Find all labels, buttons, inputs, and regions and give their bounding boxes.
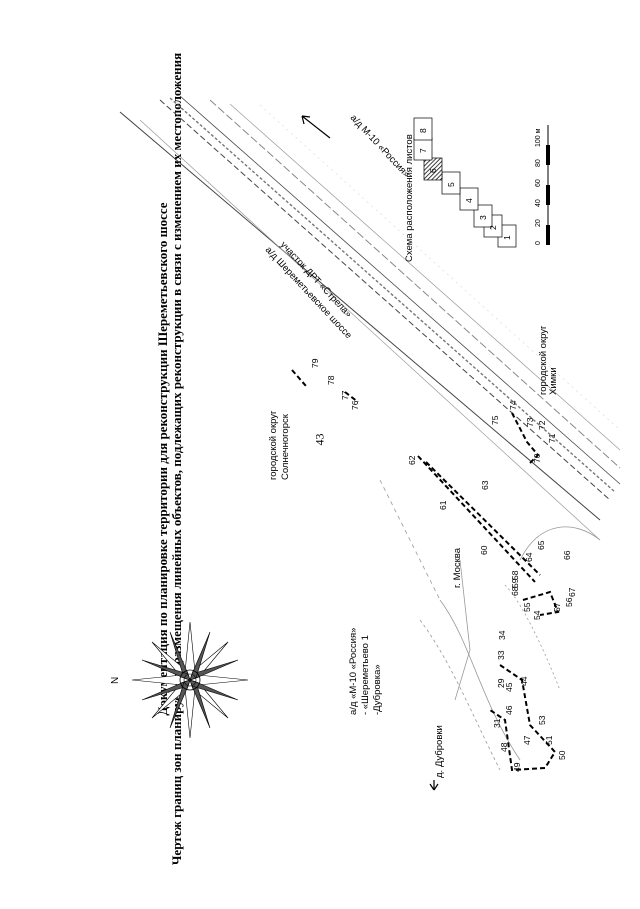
sheet-number: 3 — [478, 215, 488, 220]
local-road-line1: а/д «М-10 «Россия» — [348, 628, 359, 715]
sheet-scheme: Схема расположения листов 1 2 3 4 5 7 8 … — [404, 117, 517, 262]
local-road-line3: -Дубровка» — [372, 664, 383, 715]
compass-rose-icon: N — [110, 621, 249, 739]
district-solnechnogorsk-line1: городской округ — [268, 410, 279, 480]
district-khimki-line1: городской округ — [538, 325, 549, 395]
point-label: 72 — [537, 420, 547, 430]
district-khimki-line2: Химки — [548, 367, 559, 395]
road-sheremetyevo-label: а/д Шереметьевское шоссе — [263, 245, 354, 341]
point-label: 79 — [310, 358, 320, 368]
moscow-label: г. Москва — [452, 547, 463, 588]
road-m10-label: а/д М-10 «Россия» — [348, 113, 412, 181]
point-label: 49 — [512, 762, 522, 772]
sheet-box — [473, 204, 493, 228]
point-labels: 29 31 33 34 44 45 46 47 48 49 50 51 53 5… — [310, 358, 577, 772]
point-label: 46 — [504, 705, 514, 715]
point-label: 74 — [508, 400, 518, 410]
sheet-number: 7 — [418, 148, 428, 153]
point-label: 60 — [479, 545, 489, 555]
point-label: 75 — [490, 415, 500, 425]
point-label: 53 — [537, 715, 547, 725]
point-label: 47 — [522, 735, 532, 745]
sheet-scheme-title: Схема расположения листов — [404, 134, 415, 262]
point-label: 70 — [532, 453, 542, 463]
sheet-number: 4 — [464, 198, 474, 203]
point-label: 34 — [497, 630, 507, 640]
sheet-box-current — [423, 157, 443, 181]
point-label: 78 — [326, 375, 336, 385]
point-label: 62 — [407, 455, 417, 465]
point-label: 64 — [524, 552, 534, 562]
sheet-box — [441, 171, 461, 195]
compass-north-label: N — [110, 677, 121, 684]
scale-tick: 40 — [535, 199, 542, 207]
district-solnechnogorsk-line2: Солнечногорск — [280, 413, 291, 480]
point-label: 45 — [504, 682, 514, 692]
point-label: 59 — [510, 578, 520, 588]
sheet-number: 1 — [502, 235, 512, 240]
point-label: 33 — [496, 650, 506, 660]
highway-band — [119, 95, 621, 541]
zone-boundaries — [291, 369, 560, 772]
point-label: 50 — [557, 750, 567, 760]
point-label: 66 — [562, 550, 572, 560]
secondary-roads — [379, 479, 601, 771]
scale-tick: 60 — [535, 179, 542, 187]
point-label: 44 — [519, 676, 529, 686]
point-label: 73 — [525, 417, 535, 427]
point-label: 29 — [496, 678, 506, 688]
scale-tick: 20 — [535, 219, 542, 227]
scale-tick: 0 — [535, 241, 542, 245]
scale-tick: 100 м — [535, 128, 542, 147]
sheet-number: 5 — [446, 182, 456, 187]
point-label: 57 — [552, 602, 562, 612]
point-label: 71 — [547, 433, 557, 443]
point-label: 54 — [532, 610, 542, 620]
point-label: 55 — [522, 602, 532, 612]
sheet-box — [413, 117, 433, 141]
dubrovki-label: д. Дубровки — [434, 725, 445, 778]
local-road-line2: - «Шереметьево 1 — [360, 635, 371, 715]
point-label: 58 — [510, 570, 520, 580]
sheet-number: 2 — [488, 225, 498, 230]
point-label: 68 — [510, 586, 520, 596]
point-label: 67 — [567, 587, 577, 597]
scale-tick: 80 — [535, 159, 542, 167]
scale-bar: 0 20 40 60 80 100 м — [535, 125, 550, 245]
point-label: 31 — [492, 718, 502, 728]
sheet-box — [459, 187, 479, 211]
point-label: 65 — [536, 540, 546, 550]
point-label: 56 — [564, 597, 574, 607]
point-label: 48 — [499, 742, 509, 752]
sheet-number: 8 — [418, 128, 428, 133]
point-label: 76 — [350, 400, 360, 410]
direction-arrow-icon — [301, 115, 331, 139]
point-label: 51 — [544, 735, 554, 745]
point-label: 63 — [480, 480, 490, 490]
point-label: 77 — [340, 390, 350, 400]
point-label: 61 — [438, 500, 448, 510]
sheet-number-current: 6 — [428, 168, 438, 173]
dubrovki-arrow-icon — [429, 780, 439, 791]
